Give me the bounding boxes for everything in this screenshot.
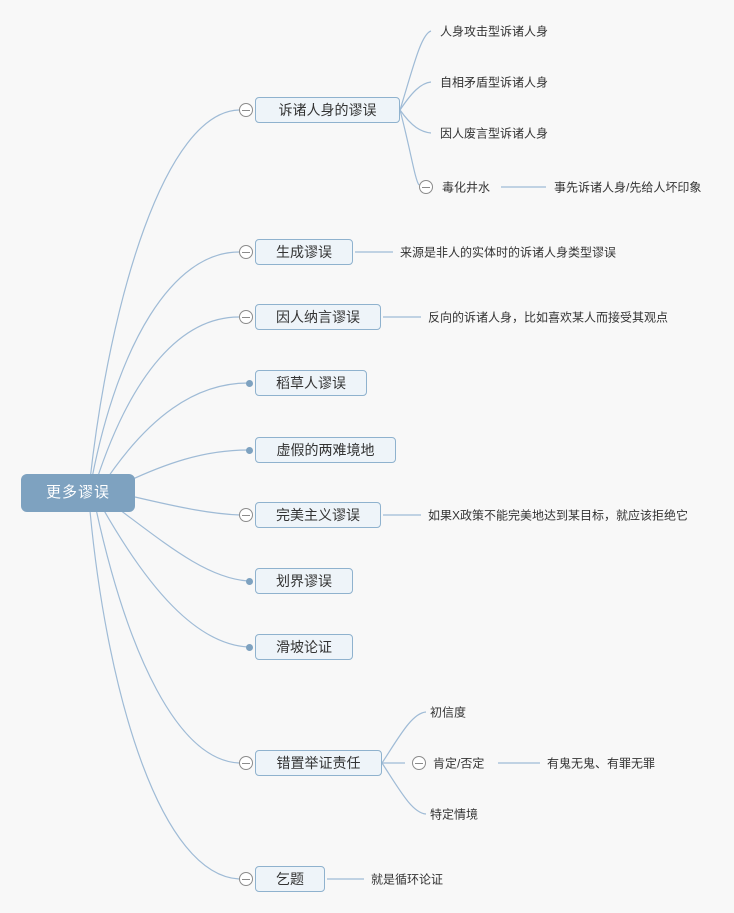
subtopic[interactable]: 肯定/否定 xyxy=(433,756,485,771)
collapse-minus-icon[interactable] xyxy=(239,872,253,886)
collapse-minus-icon[interactable] xyxy=(419,180,433,194)
connector-curve xyxy=(91,251,240,479)
collapse-minus-icon[interactable] xyxy=(412,756,426,770)
subtopic[interactable]: 如果X政策不能完美地达到某目标，就应该拒绝它 xyxy=(428,508,689,523)
connector-curve xyxy=(381,711,427,764)
topic-label: 完美主义谬误 xyxy=(276,507,360,523)
subtopic[interactable]: 自相矛盾型诉诸人身 xyxy=(440,75,549,90)
connector-curve xyxy=(95,316,240,483)
topic-label: 滑坡论证 xyxy=(276,639,332,655)
topic-label: 生成谬误 xyxy=(276,244,332,260)
root-topic-label: 更多谬误 xyxy=(45,484,110,501)
topic-ad-hominem[interactable]: 诉诸人身的谬误 xyxy=(255,97,400,123)
topic-strawman[interactable]: 稻草人谬误 xyxy=(255,370,367,396)
topic-label: 诉诸人身的谬误 xyxy=(278,102,377,118)
topic-false-dilemma[interactable]: 虚假的两难境地 xyxy=(255,437,396,463)
subtopic[interactable]: 事先诉诸人身/先给人坏印象 xyxy=(554,180,702,195)
connector-curve xyxy=(101,382,249,487)
subtopic[interactable]: 有鬼无鬼、有罪无罪 xyxy=(547,756,656,771)
collapse-minus-icon[interactable] xyxy=(239,508,253,522)
topic-label: 划界谬误 xyxy=(276,573,332,589)
subtopic[interactable]: 特定情境 xyxy=(430,807,479,822)
collapse-minus-icon[interactable] xyxy=(239,756,253,770)
topic-line-drawing-fallacy[interactable]: 划界谬误 xyxy=(255,568,353,594)
connector-dot xyxy=(246,644,253,651)
connector-curve xyxy=(89,109,240,481)
connector-curve xyxy=(399,109,432,134)
topic-genetic-fallacy[interactable]: 生成谬误 xyxy=(255,239,353,265)
connector-curve xyxy=(101,506,249,648)
connector-curve xyxy=(399,30,432,111)
connector-dot xyxy=(246,578,253,585)
root-topic[interactable]: 更多谬误 xyxy=(21,474,135,512)
topic-label: 错置举证责任 xyxy=(276,755,361,771)
connector-curve xyxy=(89,510,240,880)
connector-dot xyxy=(246,447,253,454)
topic-label: 稻草人谬误 xyxy=(276,375,346,391)
connector-curve xyxy=(399,109,420,186)
connector-curve xyxy=(134,496,241,516)
topic-label: 因人纳言谬误 xyxy=(276,309,360,325)
topic-label: 乞题 xyxy=(276,871,304,887)
connector-curve xyxy=(95,508,240,764)
connector-curve xyxy=(111,503,249,582)
topic-begging-the-question[interactable]: 乞题 xyxy=(255,866,325,892)
topic-label: 虚假的两难境地 xyxy=(276,442,375,458)
subtopic[interactable]: 毒化井水 xyxy=(442,180,491,195)
subtopic[interactable]: 因人废言型诉诸人身 xyxy=(440,126,549,141)
collapse-minus-icon[interactable] xyxy=(239,103,253,117)
connector-dot xyxy=(246,380,253,387)
topic-appeal-to-person[interactable]: 因人纳言谬误 xyxy=(255,304,381,330)
topic-slippery-slope[interactable]: 滑坡论证 xyxy=(255,634,353,660)
connector-curve xyxy=(399,81,432,111)
subtopic[interactable]: 反向的诉诸人身，比如喜欢某人而接受其观点 xyxy=(428,310,669,325)
subtopic[interactable]: 就是循环论证 xyxy=(371,872,444,887)
collapse-minus-icon[interactable] xyxy=(239,245,253,259)
subtopic[interactable]: 初信度 xyxy=(430,705,467,720)
topic-misplaced-burden-of-proof[interactable]: 错置举证责任 xyxy=(255,750,382,776)
connector-curve xyxy=(381,762,427,815)
topic-perfectionist-fallacy[interactable]: 完美主义谬误 xyxy=(255,502,381,528)
subtopic[interactable]: 来源是非人的实体时的诉诸人身类型谬误 xyxy=(400,245,617,260)
subtopic[interactable]: 人身攻击型诉诸人身 xyxy=(440,24,549,39)
collapse-minus-icon[interactable] xyxy=(239,310,253,324)
